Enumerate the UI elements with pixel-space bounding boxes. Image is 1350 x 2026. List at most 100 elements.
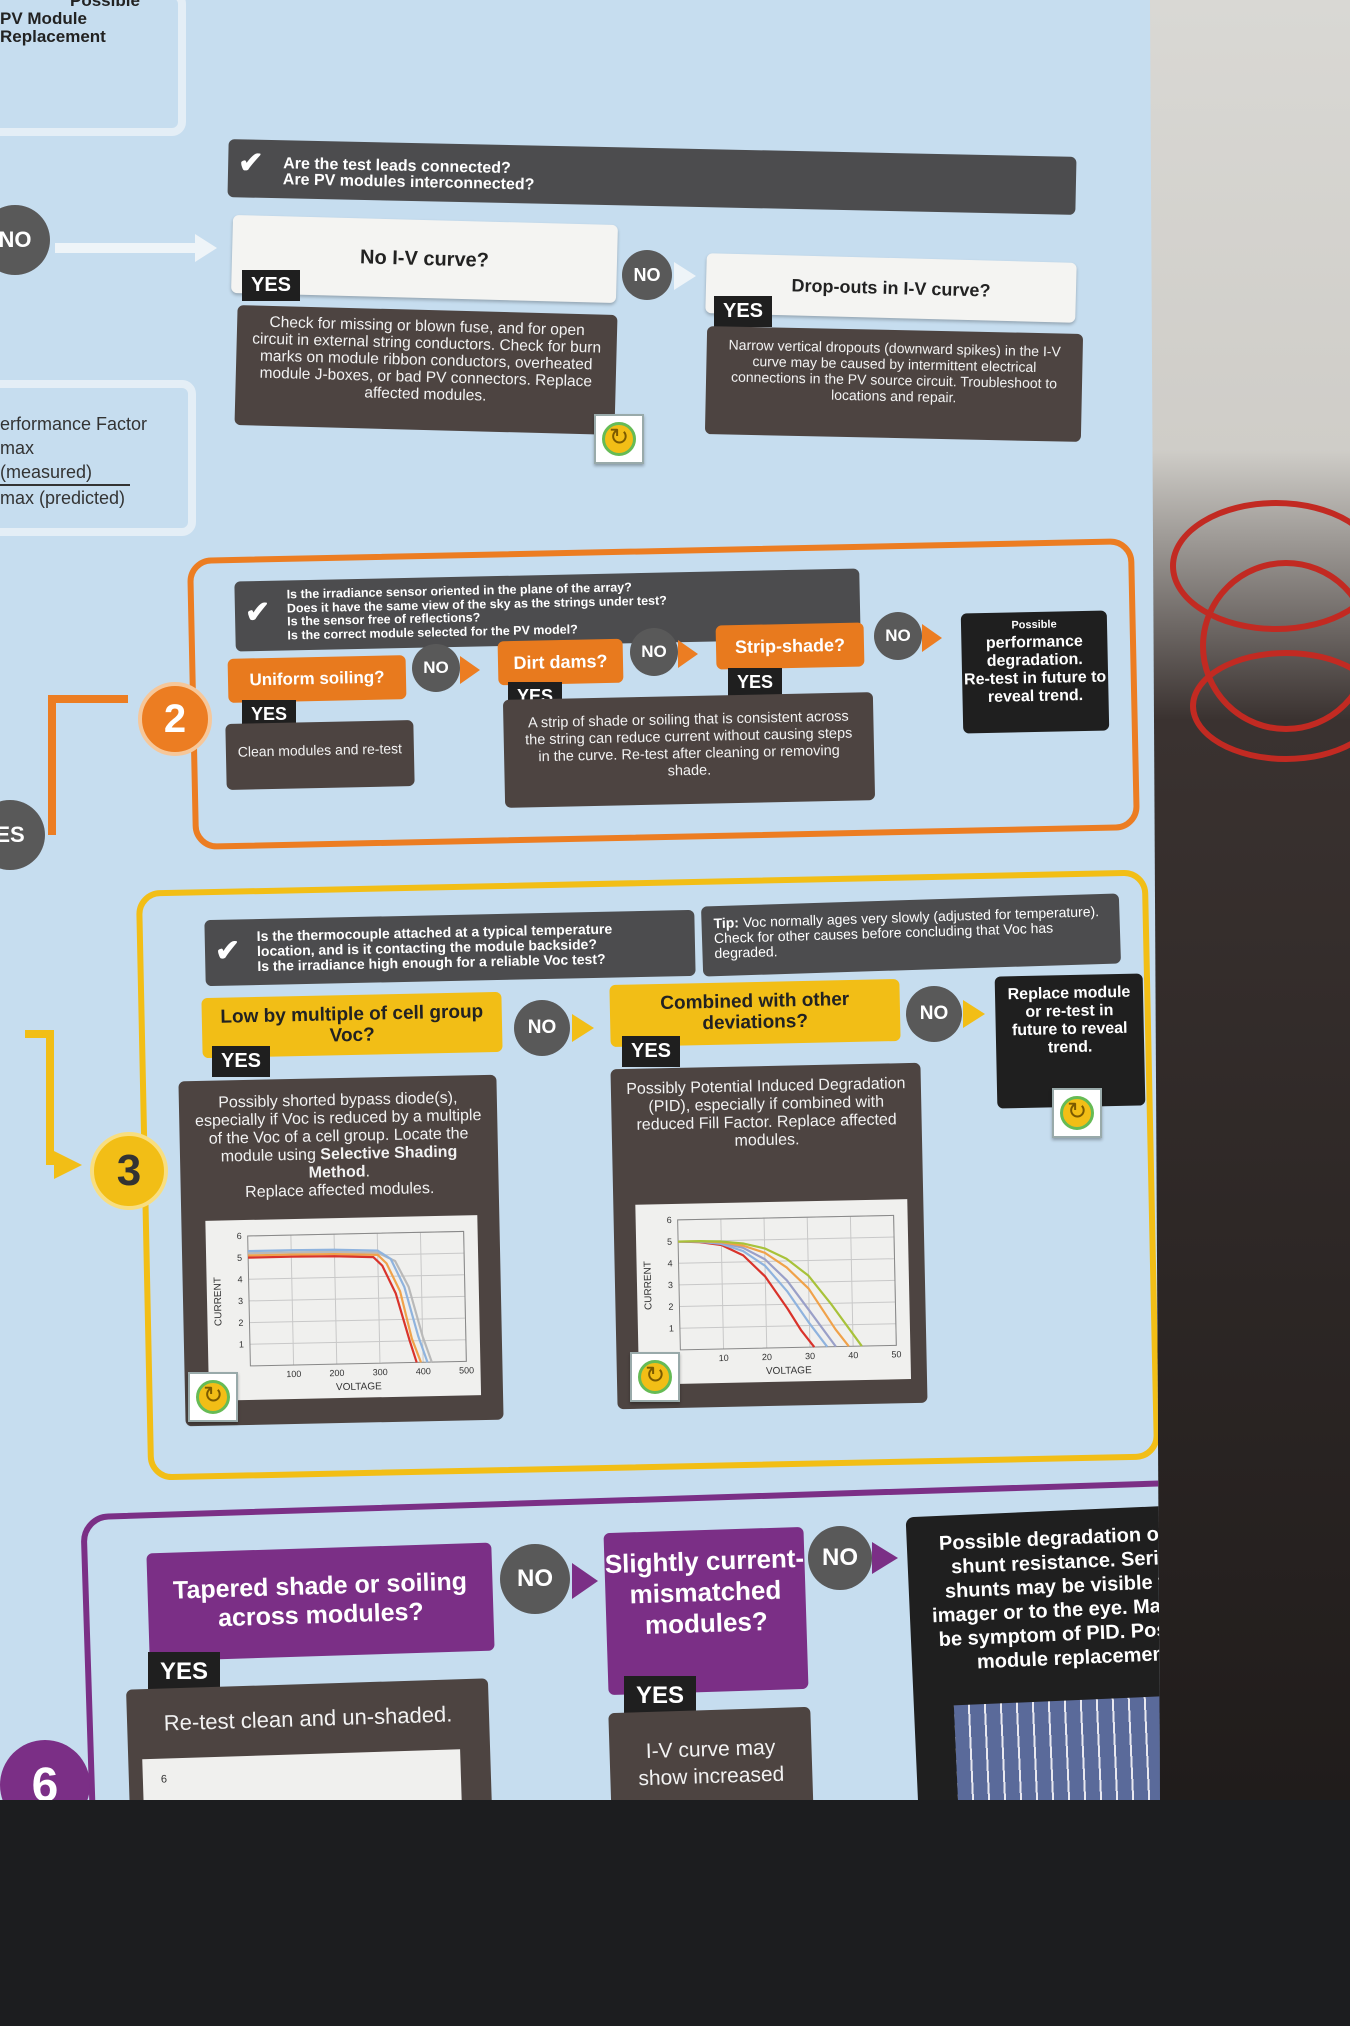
no-bubble: NO bbox=[622, 250, 672, 300]
section2-number: 2 bbox=[138, 682, 212, 756]
y-tick-label: 6 bbox=[237, 1231, 242, 1241]
performance-factor-text: erformance Factor max (measured) max (pr… bbox=[0, 414, 148, 508]
no-bubble: NO bbox=[906, 986, 962, 1042]
section2-connector bbox=[48, 695, 56, 835]
section3-number: 3 bbox=[90, 1132, 168, 1210]
no-bubble: NO bbox=[0, 205, 50, 275]
no-bubble: NO bbox=[514, 1000, 570, 1056]
answer-dropouts: Narrow vertical dropouts (downward spike… bbox=[704, 326, 1084, 442]
section6-number: 6 bbox=[0, 1740, 90, 1800]
y-tick-label: 5 bbox=[667, 1237, 672, 1247]
y-tick-label: 2 bbox=[238, 1318, 243, 1328]
section2-check-text: Is the irradiance sensor oriented in the… bbox=[286, 580, 667, 642]
yes-label: YES bbox=[148, 1652, 221, 1692]
x-axis-label: VOLTAGE bbox=[336, 1381, 382, 1393]
answer-strip-shade: A strip of shade or soiling that is cons… bbox=[502, 692, 876, 808]
arrow-head bbox=[460, 656, 480, 684]
series-line bbox=[248, 1255, 418, 1363]
grid-line bbox=[679, 1301, 896, 1308]
x-axis-label: VOLTAGE bbox=[766, 1365, 812, 1377]
retest-icon: ↻ bbox=[1052, 1088, 1102, 1138]
retest-icon: ↻ bbox=[630, 1352, 680, 1402]
grid-line bbox=[249, 1317, 466, 1324]
grid-line bbox=[249, 1295, 465, 1302]
y-tick-label: 3 bbox=[668, 1280, 673, 1290]
answer-uniform-soiling: Clean modules and re-test bbox=[225, 720, 415, 790]
grid-line bbox=[249, 1339, 466, 1345]
question-strip-shade: Strip-shade? bbox=[715, 622, 865, 670]
x-tick-label: 30 bbox=[805, 1351, 815, 1361]
arrow-head bbox=[195, 234, 217, 262]
yes-label: YES bbox=[624, 1676, 697, 1716]
grid-line bbox=[678, 1258, 895, 1264]
yes-label: YES bbox=[242, 270, 301, 301]
series-line bbox=[248, 1252, 423, 1363]
yes-label: YES bbox=[728, 668, 783, 697]
iv-chart-tapered: 6 bbox=[142, 1749, 463, 1800]
answer-no-iv-curve: Check for missing or blown fuse, and for… bbox=[234, 305, 618, 435]
y-axis-label: CURRENT bbox=[213, 1277, 225, 1326]
grid-line bbox=[678, 1279, 895, 1286]
x-tick-label: 300 bbox=[373, 1367, 388, 1377]
series-line bbox=[678, 1240, 829, 1348]
series-line bbox=[247, 1248, 429, 1363]
replacement-label: Possible PV Module Replacement bbox=[0, 0, 140, 46]
series-line bbox=[678, 1240, 863, 1347]
arrow-head bbox=[572, 1014, 594, 1042]
replacement-box bbox=[0, 0, 186, 136]
x-tick-label: 40 bbox=[848, 1350, 858, 1360]
check-icon: ✔ bbox=[214, 934, 241, 968]
answer-pid: Possibly Potential Induced Degradation (… bbox=[610, 1062, 928, 1410]
x-tick-label: 10 bbox=[719, 1353, 729, 1363]
yes-label: YES bbox=[622, 1036, 681, 1067]
yes-bubble: ES bbox=[0, 800, 45, 870]
y-tick-label: 5 bbox=[237, 1253, 242, 1263]
no-bubble: NO bbox=[874, 612, 922, 660]
section3-connector bbox=[46, 1030, 54, 1165]
result-performance-degradation: Possible performance degradation. Re-tes… bbox=[960, 610, 1110, 734]
y-tick-label: 4 bbox=[237, 1274, 242, 1284]
section3-checklist-bar: ✔ Is the thermocouple attached at a typi… bbox=[204, 909, 696, 987]
arrow-head bbox=[922, 624, 942, 652]
y-tick-label: 1 bbox=[239, 1339, 244, 1349]
section3-check-text: Is the thermocouple attached at a typica… bbox=[256, 920, 613, 975]
yes-label: YES bbox=[212, 1046, 271, 1077]
question-tapered-shade: Tapered shade or soiling across modules? bbox=[146, 1542, 495, 1662]
yes-label: YES bbox=[714, 296, 773, 327]
y-tick-label: 6 bbox=[667, 1215, 672, 1225]
grid-line bbox=[679, 1323, 896, 1329]
arrow-head bbox=[678, 640, 698, 668]
x-tick-label: 50 bbox=[891, 1349, 901, 1359]
performance-box bbox=[0, 380, 196, 536]
arrow-head bbox=[54, 1151, 82, 1179]
red-cable bbox=[1190, 650, 1350, 762]
answer-mismatched: I-V curve may show increased bbox=[608, 1706, 814, 1800]
y-axis-label: CURRENT bbox=[643, 1261, 655, 1310]
no-bubble: NO bbox=[500, 1544, 570, 1614]
troubleshooting-poster: Possible PV Module Replacement NO erform… bbox=[0, 0, 1160, 1800]
retest-icon: ↻ bbox=[594, 414, 644, 464]
section1-check-text: Are the test leads connected? Are PV mod… bbox=[282, 155, 535, 194]
series-line bbox=[678, 1240, 816, 1348]
x-tick-label: 500 bbox=[459, 1365, 474, 1375]
y-tick-label: 2 bbox=[668, 1302, 673, 1312]
y-tick-label: 1 bbox=[669, 1323, 674, 1333]
grid-line bbox=[248, 1274, 465, 1280]
question-current-mismatched: Slightly current-mismatched modules? bbox=[603, 1526, 809, 1696]
arrow-head bbox=[872, 1542, 898, 1574]
retest-icon: ↻ bbox=[188, 1372, 238, 1422]
answer-bypass-diode: Possibly shorted bypass diode(s), especi… bbox=[178, 1074, 504, 1427]
x-tick-label: 20 bbox=[762, 1352, 772, 1362]
no-bubble: NO bbox=[412, 644, 460, 692]
arrow-head bbox=[674, 262, 696, 290]
section3-connector bbox=[25, 1030, 53, 1038]
no-bubble: NO bbox=[630, 628, 678, 676]
question-uniform-soiling: Uniform soiling? bbox=[227, 655, 407, 703]
x-tick-label: 100 bbox=[286, 1369, 301, 1379]
y-tick-label: 3 bbox=[238, 1296, 243, 1306]
section1-checklist-bar: ✔ Are the test leads connected? Are PV m… bbox=[227, 139, 1077, 215]
check-icon: ✔ bbox=[244, 595, 271, 630]
plot-area bbox=[247, 1230, 467, 1367]
